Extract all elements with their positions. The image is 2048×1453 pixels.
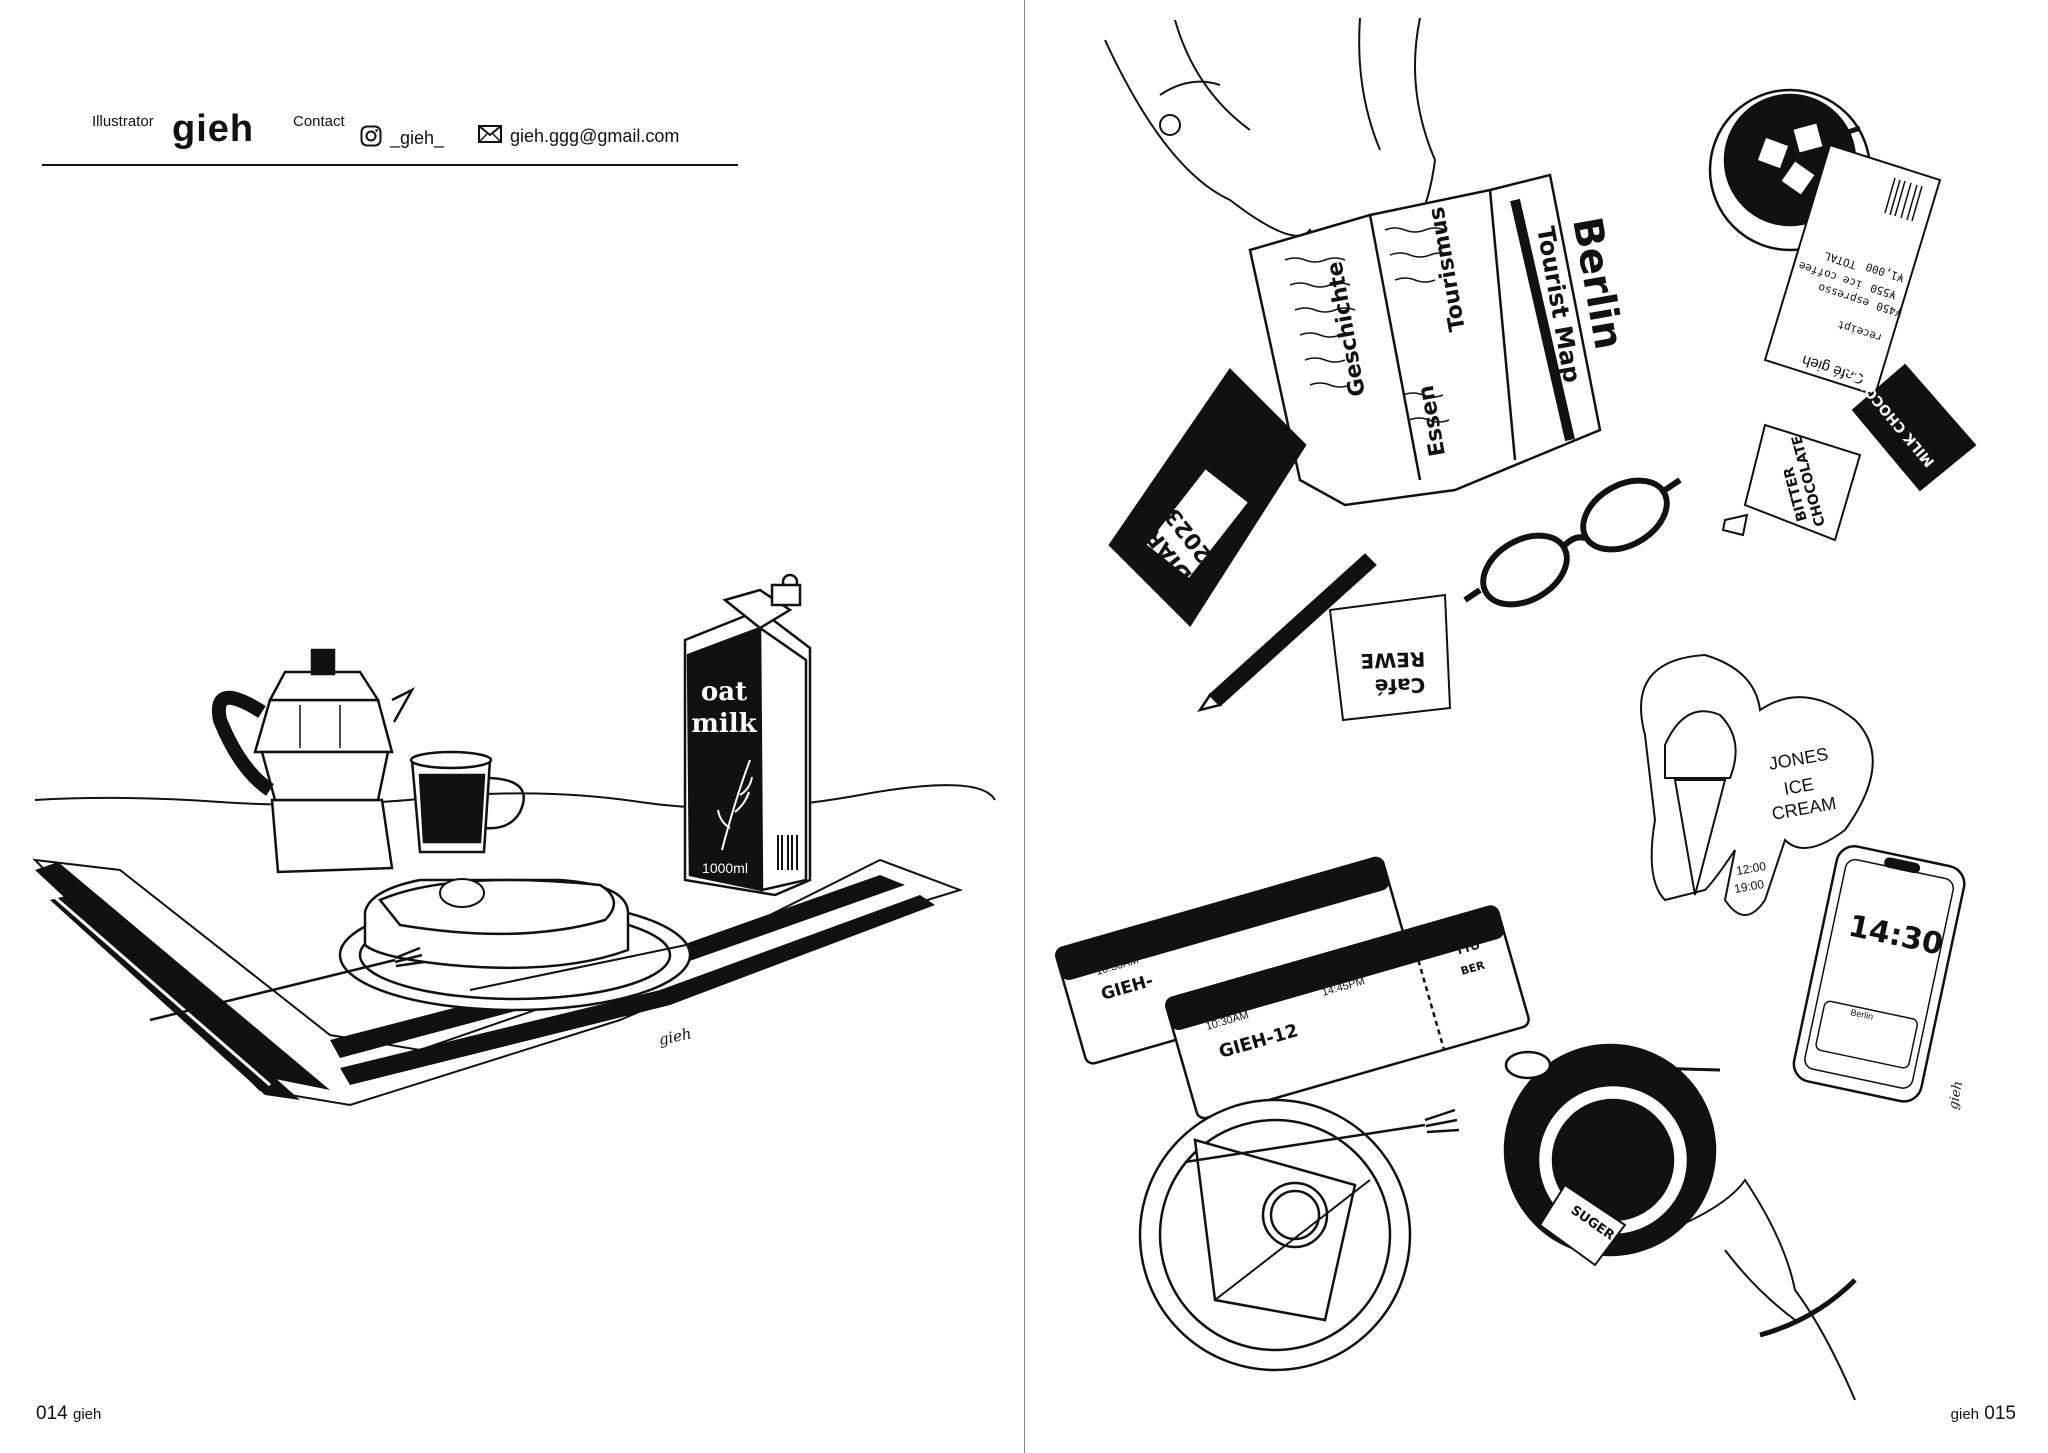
breakfast-illustration: oat milk 1000ml gieh (32, 573, 996, 1107)
folio-number: 014 (36, 1403, 68, 1424)
coaster-line-cafe: Café (1374, 673, 1425, 699)
ice-cream-shop-card (1640, 653, 1874, 916)
ice-cream-close-time: 19:00 (1733, 877, 1765, 896)
travel-flatlay-illustration: Berlin Tourist Map Tourismus Geschichte … (1055, 17, 1977, 1401)
role-label: Illustrator (92, 113, 154, 130)
folio-name: gieh (1950, 1406, 1980, 1423)
moka-pot (211, 648, 416, 874)
bitter-chocolate-bar (1721, 423, 1862, 542)
oat-milk-carton (683, 573, 812, 897)
coffee-cup (409, 750, 525, 854)
ticket-stub-from: TYO (1454, 939, 1481, 958)
pen (1197, 553, 1377, 712)
berlin-tourist-map (1248, 173, 1602, 507)
rosemary-sprig-right (1214, 1179, 1371, 1301)
rosemary-sprig (469, 939, 711, 991)
email-contact[interactable]: gieh.ggg@gmail.com (478, 125, 679, 148)
envelope-icon (478, 125, 502, 148)
folio-name: gieh (72, 1406, 102, 1423)
artist-name: gieh (172, 108, 255, 150)
signature-right: gieh (1946, 1080, 1966, 1111)
milk-chocolate-bar (1851, 363, 1977, 492)
cake-fork (1184, 1108, 1460, 1164)
email-address: gieh.ggg@gmail.com (510, 126, 680, 146)
instagram-handle: _gieh_ (390, 128, 445, 148)
fork (149, 946, 425, 1022)
smartphone (1792, 845, 1966, 1103)
table-edge (34, 784, 996, 810)
phone-song: Berlin (1850, 1007, 1875, 1022)
boarding-pass-front (1165, 905, 1530, 1120)
striped-cloth (32, 858, 964, 1107)
contact-label: Contact (293, 113, 345, 130)
hand-with-bracelet (1644, 1178, 1857, 1401)
cafe-rewe-coaster (1328, 593, 1452, 722)
instagram-contact[interactable]: _gieh_ (360, 125, 444, 152)
header-divider (42, 164, 738, 166)
right-page: Berlin Tourist Map Tourismus Geschichte … (1025, 0, 2048, 1453)
cake-plate (1138, 1098, 1412, 1372)
carton-volume: 1000ml (702, 860, 748, 876)
signature: gieh (657, 1024, 693, 1048)
coaster-line-rewe: REWE (1360, 647, 1426, 673)
folio-number: 015 (1984, 1403, 2016, 1424)
plate-with-toast (338, 878, 692, 1012)
carton-text-milk: milk (691, 709, 757, 739)
instagram-icon (360, 125, 382, 152)
carton-text-oat: oat (701, 677, 747, 707)
sugar-packet (1538, 1183, 1627, 1267)
eyeglasses (1463, 477, 1682, 608)
page-folio-right: gieh 015 (1951, 1403, 2016, 1425)
page-folio-left: 014 gieh (36, 1403, 101, 1425)
ice-cream-open-time: 12:00 (1735, 859, 1767, 878)
diary-2023 (1108, 368, 1307, 627)
left-page: Illustrator gieh Contact _gieh_ gieh.ggg… (32, 0, 1025, 1453)
